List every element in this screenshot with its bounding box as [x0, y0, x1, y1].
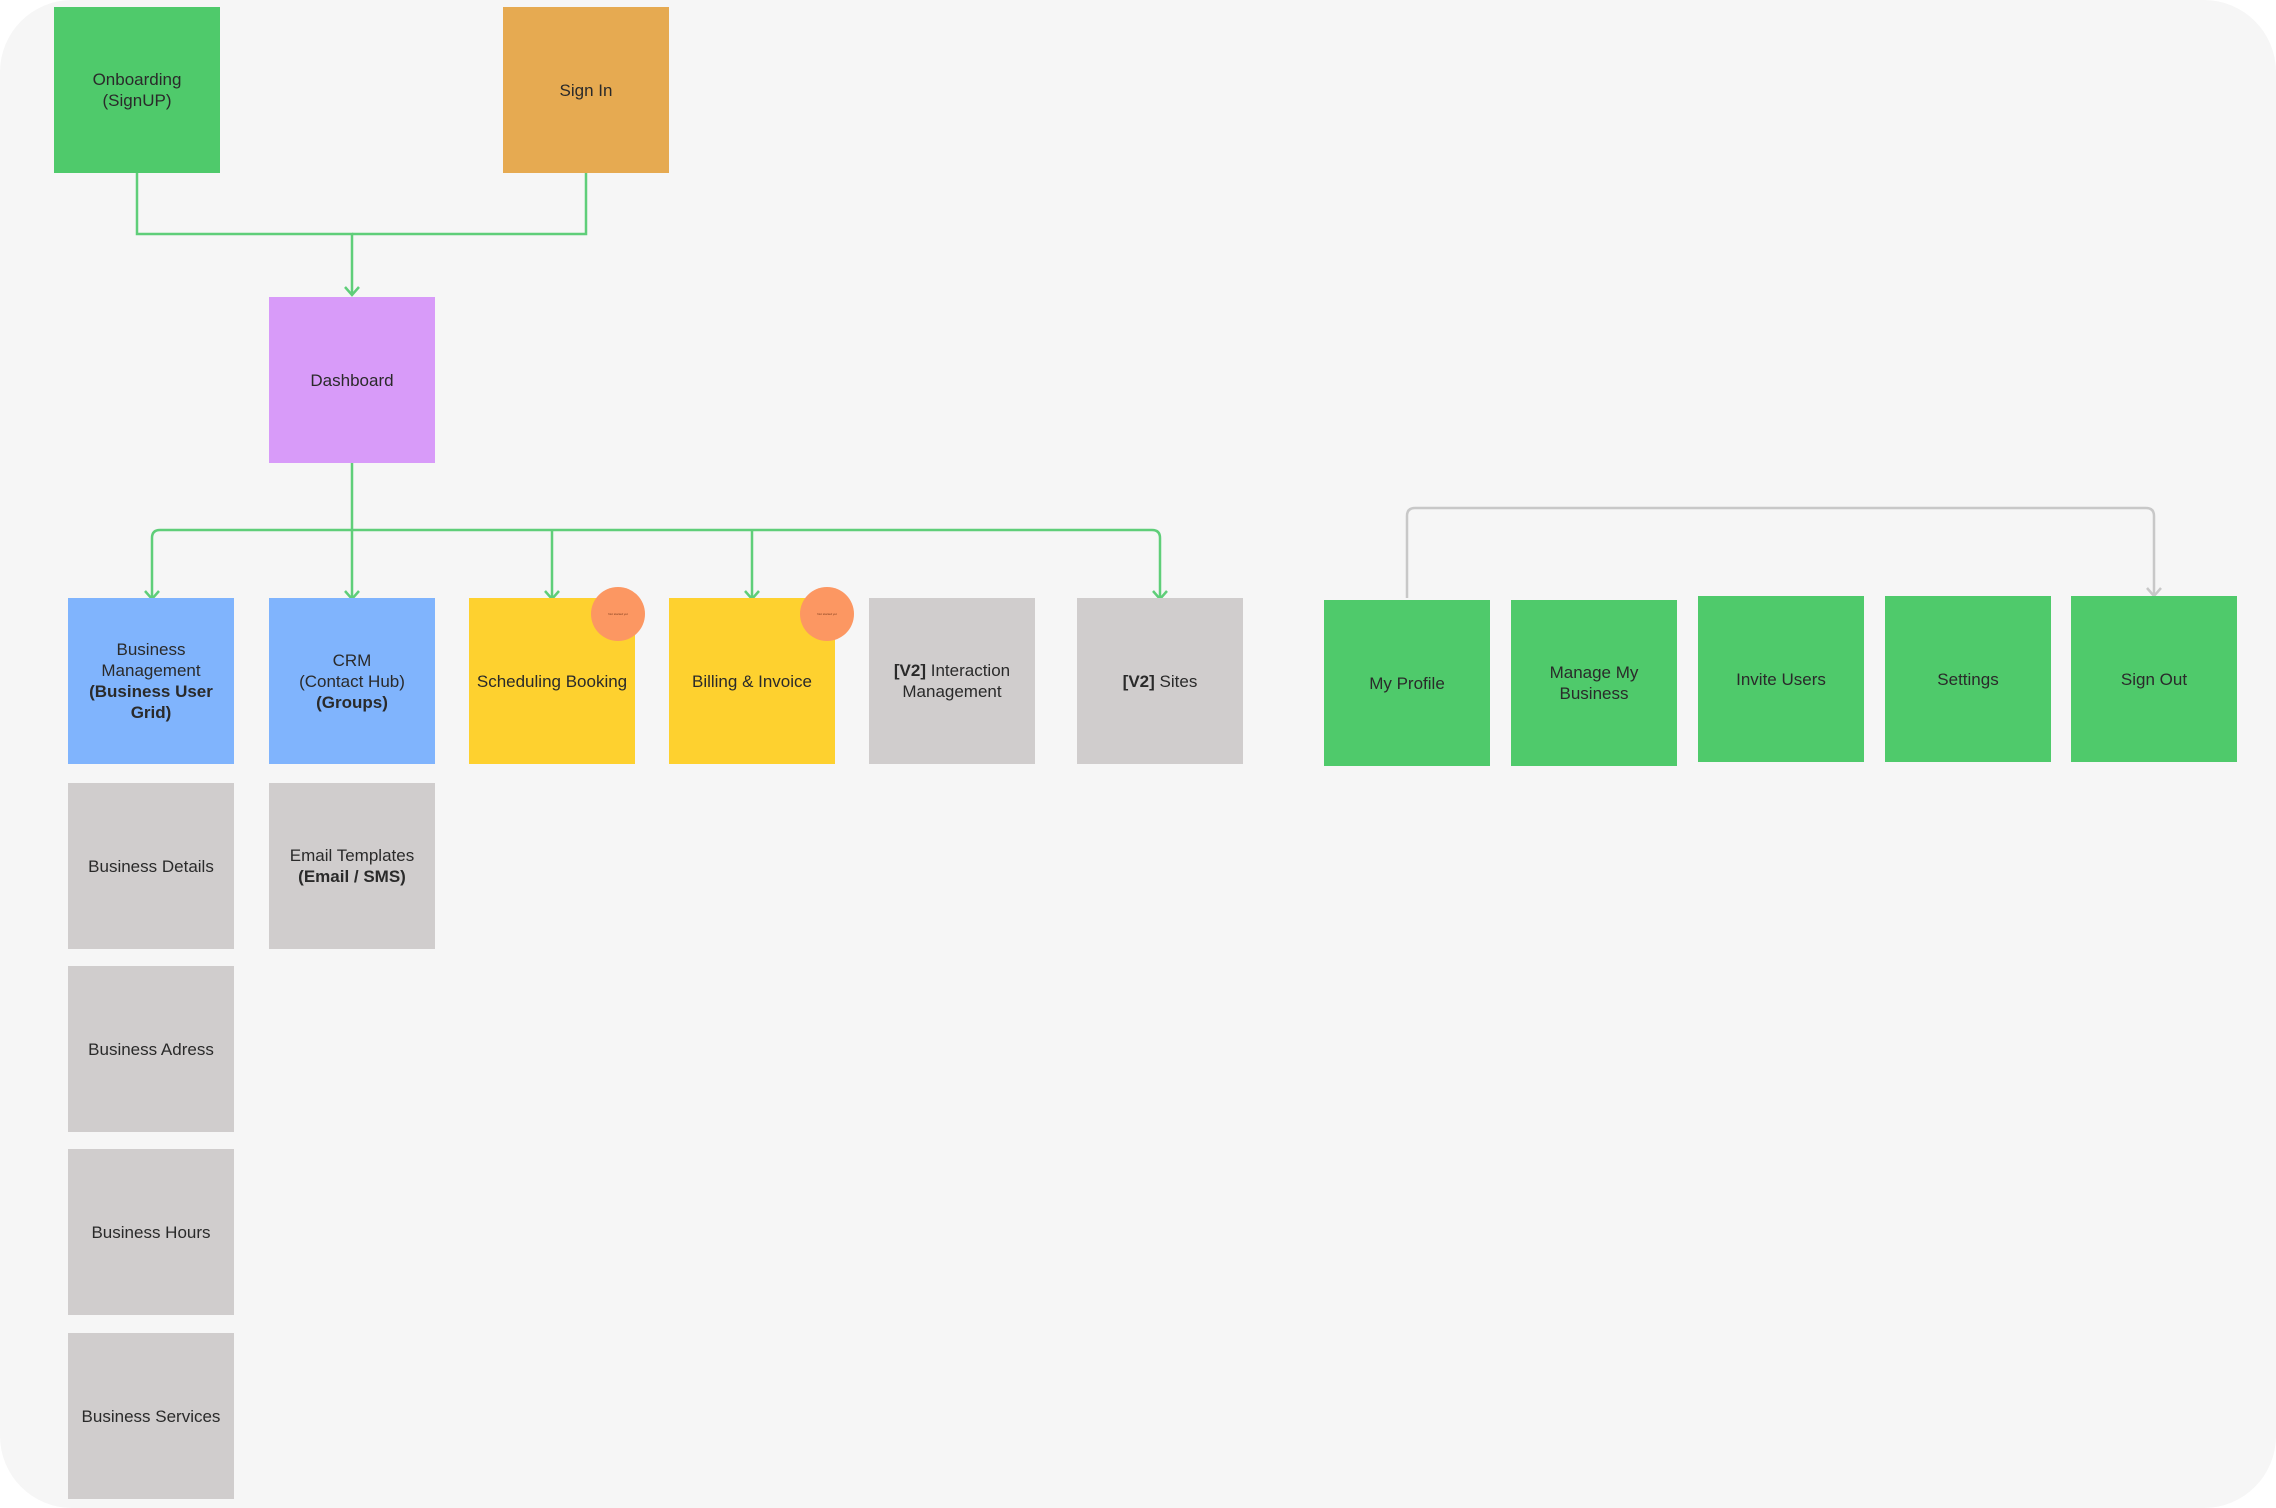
scheduling-booking-label: Scheduling Booking	[476, 671, 628, 691]
settings-label: Settings	[1937, 669, 1999, 689]
arrowhead-dashboard	[344, 286, 360, 297]
node-settings[interactable]: Settings	[1885, 596, 2051, 762]
sites-label: Sites	[1154, 671, 1198, 691]
node-sign-in[interactable]: Sign In	[503, 7, 669, 173]
email-templates-label-bold: (Email / SMS)	[298, 867, 406, 886]
business-hours-label: Business Hours	[91, 1222, 211, 1242]
node-invite-users[interactable]: Invite Users	[1698, 596, 1864, 762]
node-business-services[interactable]: Business Services	[68, 1333, 234, 1499]
manage-my-business-label-1: Manage My	[1549, 663, 1639, 682]
onboarding-label-1: Onboarding	[92, 70, 182, 89]
node-onboarding[interactable]: Onboarding (SignUP)	[54, 7, 220, 173]
email-templates-label: Email Templates	[289, 846, 415, 865]
dashboard-label: Dashboard	[310, 370, 394, 390]
connector-onboarding-dashboard	[135, 173, 354, 294]
node-business-management[interactable]: Business Management (Business User Grid)	[68, 598, 234, 764]
node-crm[interactable]: CRM (Contact Hub) (Groups)	[269, 598, 435, 764]
node-manage-my-business[interactable]: Manage My Business	[1511, 600, 1677, 766]
sites-tag: [V2]	[1122, 671, 1155, 691]
crm-label-2: (Contact Hub)	[299, 671, 405, 691]
crm-label-bold: (Groups)	[316, 692, 388, 712]
node-dashboard[interactable]: Dashboard	[269, 297, 435, 463]
status-badge-scheduling-text: Not started yet	[608, 612, 628, 616]
business-address-label: Business Adress	[88, 1039, 214, 1059]
interaction-management-tag: [V2]	[893, 661, 926, 680]
business-services-label: Business Services	[81, 1406, 221, 1426]
manage-my-business-label-2: Business	[1559, 684, 1629, 703]
onboarding-label-2: (SignUP)	[102, 91, 172, 110]
business-management-label-bold: (Business User Grid)	[89, 682, 213, 722]
sign-out-label: Sign Out	[2120, 669, 2188, 689]
connector-dashboard-branch-bar	[150, 528, 1162, 598]
connector-signin-dashboard	[352, 173, 588, 236]
node-business-details[interactable]: Business Details	[68, 783, 234, 949]
connector-profile-signout	[1405, 506, 2156, 598]
node-interaction-management[interactable]: [V2] Interaction Management	[869, 598, 1035, 764]
status-badge-billing-text: Not started yet	[817, 612, 837, 616]
node-sites[interactable]: [V2] Sites	[1077, 598, 1243, 764]
crm-label-1: CRM	[332, 650, 372, 670]
node-my-profile[interactable]: My Profile	[1324, 600, 1490, 766]
billing-invoice-label: Billing & Invoice	[691, 671, 812, 691]
node-sign-out[interactable]: Sign Out	[2071, 596, 2237, 762]
sign-in-label: Sign In	[559, 80, 613, 100]
my-profile-label: My Profile	[1369, 673, 1445, 693]
node-business-address[interactable]: Business Adress	[68, 966, 234, 1132]
status-badge-scheduling: Not started yet	[591, 587, 645, 641]
business-management-label-1: Business	[116, 640, 186, 659]
node-scheduling-booking[interactable]: Scheduling Booking	[469, 598, 635, 764]
arrowhead-sign-out	[2146, 587, 2162, 598]
business-management-label-2: Management	[101, 661, 201, 680]
status-badge-billing: Not started yet	[800, 587, 854, 641]
invite-users-label: Invite Users	[1736, 669, 1826, 689]
interaction-management-label: Interaction Management	[902, 661, 1011, 701]
node-business-hours[interactable]: Business Hours	[68, 1149, 234, 1315]
business-details-label: Business Details	[88, 856, 214, 876]
node-email-templates[interactable]: Email Templates (Email / SMS)	[269, 783, 435, 949]
